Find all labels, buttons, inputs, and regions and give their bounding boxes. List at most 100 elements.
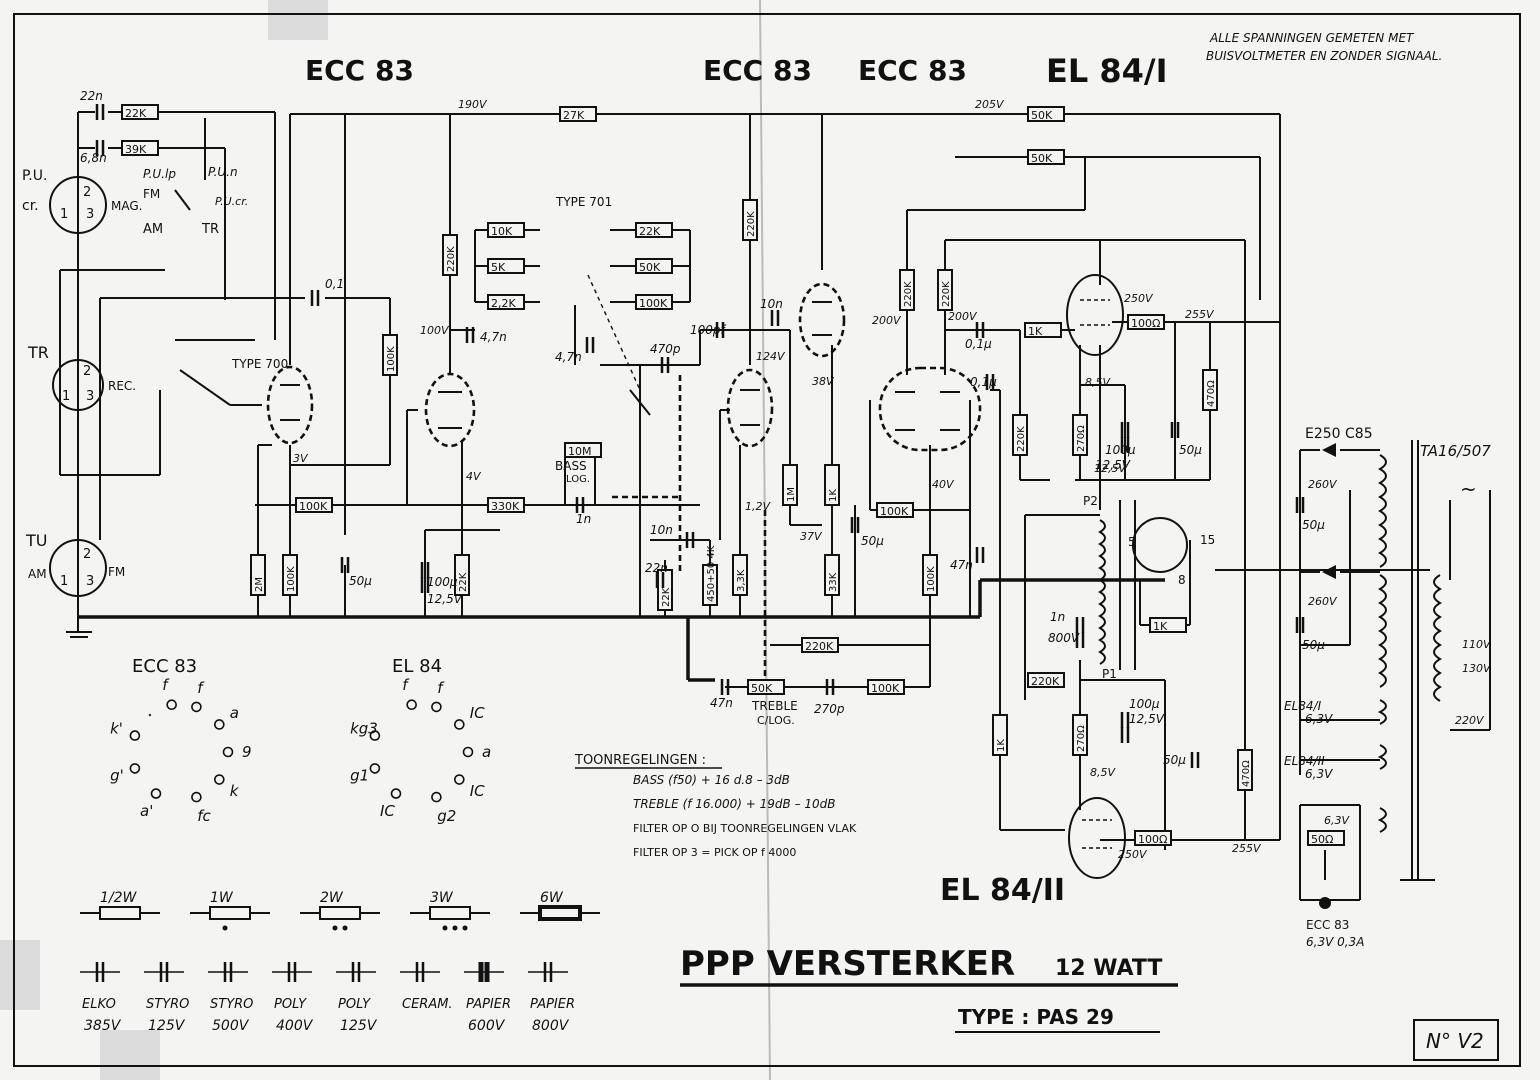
resistor-value: 27K xyxy=(563,109,585,122)
resistor-r50k_t: 50K xyxy=(747,679,785,695)
capacitor-value: 22n xyxy=(645,561,668,575)
capacitor-value: 50μ xyxy=(1302,638,1325,652)
pin-label: f xyxy=(162,676,170,694)
resistor-value: 450+50 4K xyxy=(706,545,717,602)
power-transformer xyxy=(1322,440,1442,880)
pin xyxy=(406,699,417,711)
resistor-value: 1K xyxy=(1028,325,1043,338)
heater-el84ii: EL84/II xyxy=(1284,754,1325,768)
legend-capacitor-volt: 385V xyxy=(84,1018,122,1034)
capacitor-value: 47n xyxy=(950,558,973,572)
voltage-v190: 190V xyxy=(458,98,488,111)
resistor-r100k_c: 100K xyxy=(282,554,298,596)
resistor-r100k_r: 100K xyxy=(635,294,673,310)
legend-capacitor-name: POLY xyxy=(274,997,307,1012)
resistor-value: 220K xyxy=(1016,426,1027,452)
switch-am: AM xyxy=(143,222,163,237)
resistor-r10m: 10M xyxy=(564,442,602,458)
svg-text:TREBLE (f 16.000) + 19dB – 10d: TREBLE (f 16.000) + 19dB – 10dB xyxy=(633,797,836,811)
resistor-r220k_5: 220K xyxy=(1012,414,1028,456)
legend-resistor-1: 1W xyxy=(190,890,270,931)
capacitor-value: 12,5V xyxy=(1095,458,1131,472)
lamp-ecc83-v: 6,3V 0,3A xyxy=(1306,935,1364,949)
voltage-v3: 3V xyxy=(293,452,309,465)
voltage-v85b: 8,5V xyxy=(1090,766,1116,779)
voltage-v4: 4V xyxy=(466,470,482,483)
capacitor-value: 12,5V xyxy=(427,592,463,606)
resistor-r27k: 27K xyxy=(559,106,597,122)
resistor-r1m: 1M xyxy=(782,464,798,506)
pin xyxy=(129,763,141,774)
capacitor-value: 10n xyxy=(760,297,783,311)
capacitor-c1n: 1n xyxy=(575,497,591,526)
capacitor-c50u_e: 50μ xyxy=(1295,497,1325,532)
capacitor-c01c: 0,1μ xyxy=(970,374,997,390)
resistor-value: 100K xyxy=(299,500,328,513)
pin-label: f xyxy=(402,676,410,694)
pin xyxy=(222,746,234,758)
switch-pun: P.U.n xyxy=(208,165,238,179)
pin-label: IC xyxy=(470,704,485,722)
legend-capacitor-0: ELKO 385V xyxy=(80,962,122,1034)
label-fm: FM xyxy=(108,565,125,579)
resistor-value: 100K xyxy=(880,505,909,518)
capacitor-value: 100μ xyxy=(427,575,458,589)
capacitor-c470p: 470p xyxy=(650,342,681,373)
resistor-value: 220K xyxy=(446,246,457,272)
tube-title-4: EL 84/I xyxy=(1046,52,1168,90)
tube-v2 xyxy=(424,372,476,448)
switch-fm: FM xyxy=(143,187,160,201)
resistor-r100k_t: 100K xyxy=(867,679,905,695)
pin-label: kg3 xyxy=(350,720,378,738)
capacitor-c47n_a: 4,7n xyxy=(465,327,507,344)
title-main: PPP VERSTERKER xyxy=(680,944,1015,984)
legend-capacitor-name: ELKO xyxy=(82,997,116,1012)
capacitor-c22n_b: 22n xyxy=(645,561,668,588)
resistor-r22k_low: 22K xyxy=(657,569,673,611)
resistor-value: 1M xyxy=(786,487,797,502)
resistor-r50k_a: 50K xyxy=(1027,106,1065,122)
resistor-r100k_e: 100K xyxy=(922,554,938,596)
resistor-r330k: 330K xyxy=(487,497,525,513)
resistor-value: 22K xyxy=(125,107,147,120)
tube-title-2: ECC 83 xyxy=(703,54,812,87)
resistor-r5k: 5K xyxy=(487,258,525,274)
resistor-value: 22K xyxy=(458,572,469,592)
tube-v3 xyxy=(726,368,774,448)
voltage-v200a: 200V xyxy=(872,314,902,327)
label-cr: cr. xyxy=(22,198,39,214)
resistor-value: 22K xyxy=(639,225,661,238)
capacitor-c100u_a: 100μ xyxy=(420,562,458,589)
pin xyxy=(369,730,381,741)
capacitor-c50u_b: 50μ xyxy=(850,517,884,548)
legend-capacitor-volt: 800V xyxy=(532,1018,570,1034)
capacitor-value: 10n xyxy=(650,523,673,537)
capacitor-c800v: 800V xyxy=(1048,631,1085,648)
capacitor-value: 50μ xyxy=(861,534,884,548)
resistor-value: 220K xyxy=(941,281,952,307)
note-line-1: ALLE SPANNINGEN GEMETEN MET xyxy=(1209,31,1415,45)
resistor-r2m: 2M xyxy=(250,554,266,596)
capacitor-c50u_f: 50μ xyxy=(1295,617,1325,652)
resistor-value: 470Ω xyxy=(1206,380,1217,407)
capacitor-value: 100μ xyxy=(1129,697,1160,711)
capacitor-c100u_b: 100μ xyxy=(1105,422,1136,457)
pin-label: fc xyxy=(197,807,211,825)
svg-text:3: 3 xyxy=(86,574,94,589)
voltage-v250: 250V xyxy=(1124,292,1154,305)
resistor-value: 50K xyxy=(1031,152,1053,165)
capacitor-c47n_b: 4,7n xyxy=(555,337,595,364)
svg-text:FILTER OP O BIJ TOONREGELINGEN: FILTER OP O BIJ TOONREGELINGEN VLAK xyxy=(633,822,857,835)
tape-mark xyxy=(268,0,328,40)
resistor-value: 1K xyxy=(828,489,839,502)
resistor-r220k_6: 220K xyxy=(801,637,839,653)
title-number-box xyxy=(1413,1019,1499,1061)
label-treble: TREBLE xyxy=(751,699,798,713)
